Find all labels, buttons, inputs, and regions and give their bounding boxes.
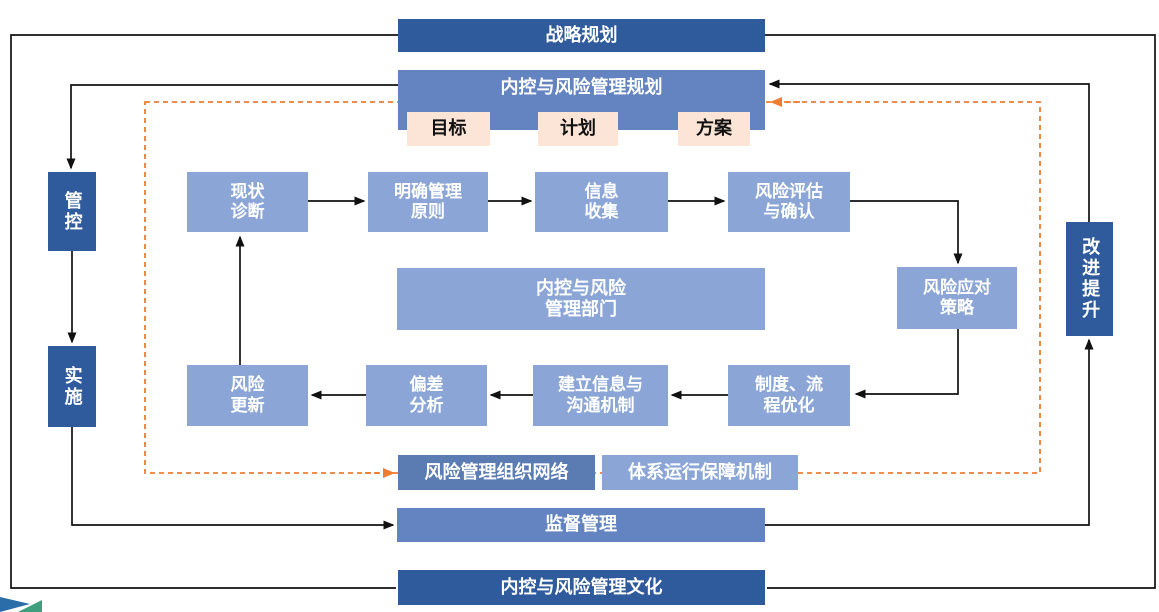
connector-assessment-to-response <box>850 200 963 265</box>
node-scheme: 方案 <box>678 112 750 146</box>
connector-supervision-to-improvement <box>765 338 1094 526</box>
node-diagnosis: 现状 诊断 <box>187 172 308 232</box>
node-improvement: 改进提升 <box>1066 222 1113 336</box>
node-risk-update: 风险 更新 <box>187 365 308 426</box>
node-info-collection: 信息 收集 <box>535 172 668 232</box>
node-principles: 明确管理 原则 <box>368 172 488 232</box>
node-communication-mechanism: 建立信息与 沟通机制 <box>533 365 668 426</box>
logo-triangle-green-icon <box>18 600 42 612</box>
connector-implementation-to-supervision <box>71 427 395 530</box>
node-control: 管控 <box>48 172 96 251</box>
node-culture: 内控与风险管理文化 <box>398 570 765 605</box>
node-implementation: 实施 <box>48 346 96 427</box>
outer-loop-right <box>765 34 1156 589</box>
node-org-network: 风险管理组织网络 <box>398 455 595 490</box>
node-goal: 目标 <box>407 112 490 146</box>
node-deviation-analysis: 偏差 分析 <box>366 365 487 426</box>
node-supervision: 监督管理 <box>397 508 765 542</box>
node-operation-guarantee: 体系运行保障机制 <box>602 455 798 490</box>
connector-response-to-optimization <box>854 329 959 399</box>
connector-improvement-to-planning <box>768 79 1090 222</box>
node-risk-response: 风险应对 策略 <box>897 267 1017 329</box>
node-strategic-planning: 战略规划 <box>398 19 765 52</box>
node-plan: 计划 <box>538 112 618 146</box>
node-department: 内控与风险 管理部门 <box>397 268 765 330</box>
connector-planning-to-control <box>66 84 398 170</box>
node-process-optimization: 制度、流 程优化 <box>728 365 850 426</box>
outer-loop-left <box>10 34 398 589</box>
logo-triangle-blue-icon <box>0 597 30 612</box>
node-risk-assessment: 风险评估 与确认 <box>728 172 850 232</box>
